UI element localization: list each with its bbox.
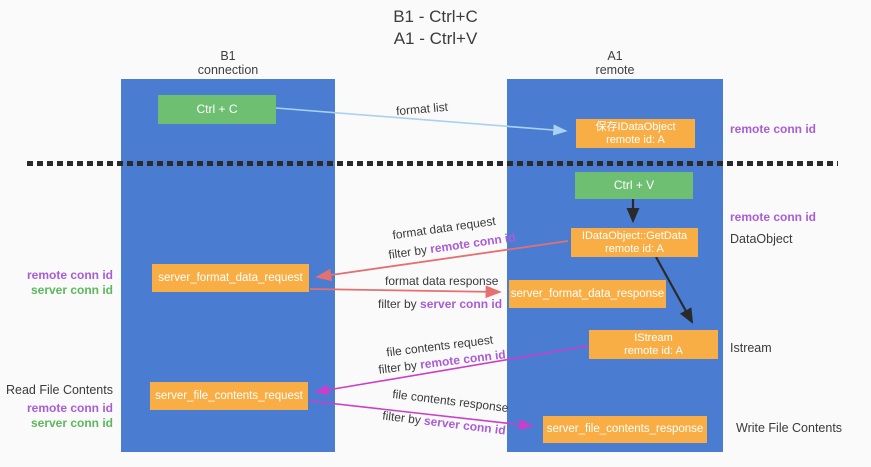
lifeline-b1-title: B1 [220,49,236,63]
node-server-file-contents-response: server_file_contents_response [543,416,707,443]
node-getdata-line1: IDataObject::GetData [581,229,688,242]
node-save-idataobject-line1: 保存IDataObject [595,120,676,133]
right-label-istream: Istream [730,341,772,355]
right-label-remote-conn-id-1: remote conn id [730,122,817,136]
node-server-format-data-response: server_format_data_response [509,280,666,308]
node-ctrl-v-label: Ctrl + V [613,178,655,192]
flow-label-filter-server-2: filter by server conn id [382,408,507,437]
node-format-response-label: server_format_data_response [510,287,665,300]
right-label-write-file-contents: Write File Contents [736,421,843,435]
left-label-remote-conn-id-2: remote conn id [26,401,113,415]
node-save-idataobject: 保存IDataObject remote id: A [576,119,695,148]
node-getdata-line2: remote id: A [605,242,664,255]
left-label-remote-conn-id-1: remote conn id [26,268,113,282]
node-format-request-label: server_format_data_request [158,271,303,284]
node-save-idataobject-line2: remote id: A [606,133,665,146]
lifeline-b1-subtitle: connection [197,63,259,77]
lifeline-a1-title: A1 [607,49,623,63]
node-ctrl-c-label: Ctrl + C [196,102,238,116]
node-server-format-data-request: server_format_data_request [152,264,309,292]
node-ctrl-c: Ctrl + C [158,95,276,124]
node-istream: IStream remote id: A [589,330,718,359]
dashed-divider-line [27,161,838,166]
node-server-file-contents-request: server_file_contents_request [150,382,308,410]
node-idataobject-getdata: IDataObject::GetData remote id: A [571,228,698,257]
flow-label-filter-server-1: filter by server conn id [378,297,502,311]
filter-prefix: filter by [377,357,422,377]
diagram-title: B1 - Ctrl+C A1 - Ctrl+V [0,6,871,50]
filter-prefix: filter by [381,408,426,428]
arrow-format-data-response [309,285,502,299]
node-istream-line2: remote id: A [624,344,683,357]
left-label-server-conn-id-1: server conn id [30,283,113,297]
left-label-server-conn-id-2: server conn id [30,416,113,430]
lifeline-header-a1: A1 remote [507,49,723,77]
server-conn-id-key: server conn id [420,297,503,311]
node-file-request-label: server_file_contents_request [155,389,303,402]
server-conn-id-key: server conn id [423,413,507,438]
node-ctrl-v: Ctrl + V [575,172,693,199]
filter-prefix: filter by [387,242,432,262]
left-label-read-file-contents: Read File Contents [5,383,113,397]
lifeline-a1-subtitle: remote [595,63,635,77]
title-line-2: A1 - Ctrl+V [393,29,478,48]
flow-label-format-data-response: format data response [385,274,499,288]
lifeline-header-b1: B1 connection [121,49,335,77]
right-label-dataobject: DataObject [730,232,793,246]
filter-prefix: filter by [378,297,421,311]
node-istream-line1: IStream [634,331,673,344]
right-label-remote-conn-id-2: remote conn id [730,210,817,224]
node-file-response-label: server_file_contents_response [546,423,704,435]
flow-label-format-list: format list [395,99,449,119]
title-line-1: B1 - Ctrl+C [393,7,478,26]
